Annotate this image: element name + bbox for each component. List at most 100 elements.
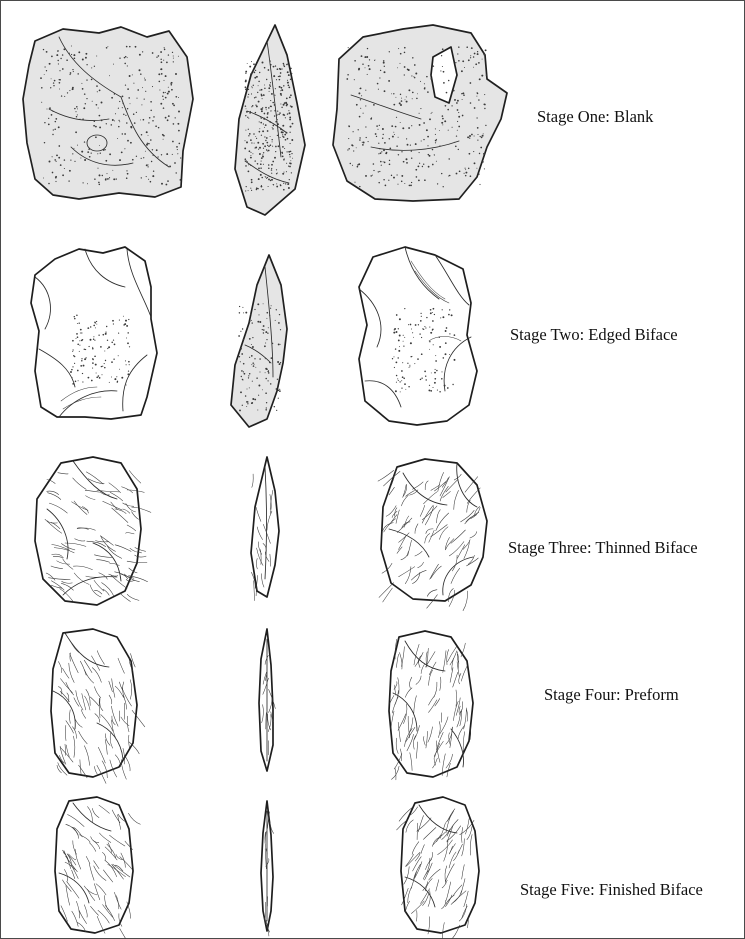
stipple-dot — [419, 163, 420, 164]
stipple-dot — [458, 60, 460, 62]
stipple-dot — [107, 340, 108, 341]
stipple-dot — [473, 151, 474, 152]
stipple-dot — [393, 356, 394, 357]
stipple-dot — [289, 117, 291, 119]
stipple-dot — [171, 84, 173, 86]
stipple-dot — [163, 139, 164, 140]
stipple-dot — [55, 177, 57, 179]
stipple-dot — [248, 377, 249, 378]
stipple-dot — [443, 357, 445, 359]
stipple-dot — [85, 103, 86, 104]
stipple-dot — [443, 71, 445, 73]
stipple-dot — [266, 79, 267, 80]
stipple-dot — [464, 67, 465, 68]
stipple-dot — [413, 337, 414, 338]
flake-scar-line — [392, 766, 400, 779]
stipple-dot — [140, 73, 142, 75]
stipple-dot — [373, 104, 375, 106]
stipple-dot — [457, 53, 458, 54]
stipple-dot — [167, 180, 169, 182]
stipple-dot — [66, 59, 68, 61]
stipple-dot — [101, 119, 103, 121]
stipple-dot — [164, 49, 166, 51]
stipple-dot — [111, 97, 113, 99]
stipple-dot — [396, 145, 398, 147]
stipple-dot — [178, 111, 180, 113]
stipple-dot — [286, 171, 287, 172]
stipple-dot — [51, 78, 52, 79]
stipple-dot — [262, 389, 263, 390]
stipple-dot — [394, 367, 395, 368]
stipple-dot — [288, 187, 290, 189]
stipple-dot — [282, 173, 284, 175]
stipple-dot — [125, 56, 127, 58]
stipple-dot — [435, 360, 437, 362]
stipple-dot — [452, 384, 453, 385]
stipple-dot — [268, 178, 270, 180]
stipple-dot — [429, 385, 430, 386]
flake-scar-line — [383, 588, 393, 602]
stipple-dot — [287, 82, 289, 84]
stipple-dot — [180, 179, 182, 181]
stipple-dot — [476, 117, 477, 118]
stipple-dot — [127, 57, 128, 58]
stipple-dot — [122, 103, 123, 104]
stipple-dot — [99, 126, 101, 128]
stipple-dot — [276, 79, 277, 80]
stipple-dot — [105, 149, 106, 150]
stipple-dot — [245, 312, 247, 314]
stipple-dot — [271, 305, 272, 306]
stipple-dot — [141, 134, 143, 136]
stipple-dot — [80, 119, 81, 120]
stipple-dot — [421, 353, 423, 355]
stipple-dot — [129, 346, 130, 347]
stipple-dot — [94, 356, 95, 357]
stipple-dot — [280, 344, 281, 345]
stipple-dot — [279, 363, 281, 365]
stipple-dot — [61, 95, 62, 96]
stipple-dot — [401, 380, 402, 381]
stipple-dot — [433, 344, 434, 345]
flake-scar-line — [127, 594, 139, 600]
stipple-dot — [279, 114, 280, 115]
stipple-dot — [291, 172, 292, 173]
stipple-dot — [114, 120, 115, 121]
stipple-dot — [248, 190, 249, 191]
stipple-dot — [261, 118, 262, 119]
stipple-dot — [383, 60, 385, 62]
stipple-dot — [253, 133, 255, 135]
stipple-dot — [150, 101, 152, 103]
stipple-dot — [456, 102, 458, 104]
stipple-dot — [359, 116, 361, 118]
stipple-dot — [405, 99, 406, 100]
stipple-dot — [54, 159, 56, 161]
stipple-dot — [260, 108, 262, 110]
stipple-dot — [123, 114, 124, 115]
stipple-dot — [84, 159, 86, 161]
stipple-dot — [260, 122, 262, 124]
stipple-dot — [271, 139, 272, 140]
stipple-dot — [364, 56, 366, 58]
stipple-dot — [75, 111, 76, 112]
stipple-dot — [259, 131, 261, 133]
stipple-dot — [279, 75, 281, 77]
stipple-dot — [119, 320, 120, 321]
stipple-dot — [106, 123, 107, 124]
stipple-dot — [277, 123, 279, 125]
stipple-dot — [359, 186, 360, 187]
stipple-dot — [421, 316, 422, 317]
stipple-dot — [279, 86, 281, 88]
stipple-dot — [359, 139, 361, 141]
stipple-dot — [92, 368, 93, 369]
stipple-dot — [165, 184, 167, 186]
stage-three-label: Stage Three: Thinned Biface — [508, 540, 698, 557]
stipple-dot — [77, 73, 79, 75]
stipple-dot — [254, 309, 255, 310]
stipple-dot — [447, 387, 449, 389]
stipple-dot — [262, 98, 263, 99]
stipple-dot — [426, 317, 427, 318]
stipple-dot — [428, 154, 429, 155]
stipple-dot — [408, 324, 409, 325]
stipple-dot — [125, 360, 126, 361]
stipple-dot — [420, 313, 421, 314]
